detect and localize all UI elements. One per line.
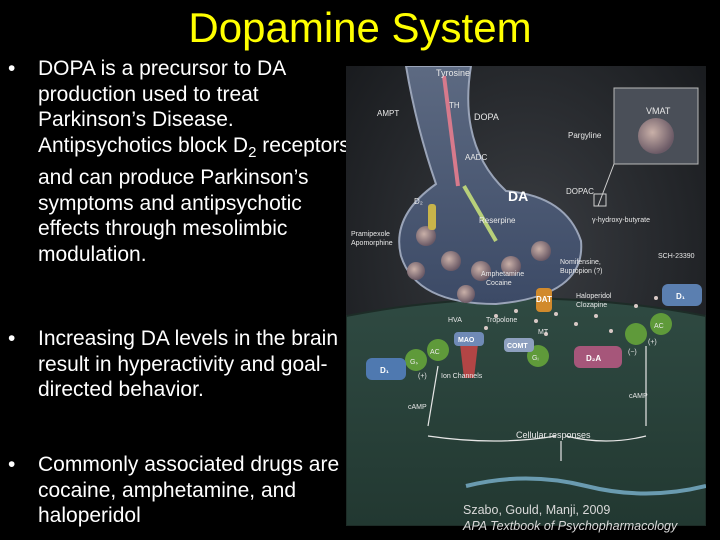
ion-channel <box>460 344 478 378</box>
citation: Szabo, Gould, Manji, 2009 APA Textbook o… <box>463 502 677 534</box>
label-d1-left: D₁ <box>380 366 390 375</box>
bullet-marker: • <box>8 453 16 476</box>
vesicle <box>471 261 491 281</box>
label-camp-left: cAMP <box>408 404 427 411</box>
dopa-to-da-arrow <box>462 184 498 243</box>
bullet-text: Commonly associated drugs are cocaine, a… <box>38 453 340 527</box>
comt-enzyme <box>504 338 534 352</box>
tyrosine-to-dopa-arrow <box>442 75 460 187</box>
label-d2: D₂ <box>414 197 423 206</box>
mao-enzyme <box>454 332 484 346</box>
label-cellular-responses: Cellular responses <box>516 430 591 440</box>
label-pargyline: Pargyline <box>568 131 602 140</box>
vesicle <box>416 226 436 246</box>
label-mt: MT <box>538 329 549 336</box>
d1-receptor-left <box>366 358 406 380</box>
d2a-receptor <box>574 346 622 368</box>
vesicle <box>441 251 461 271</box>
label-cocaine: Cocaine <box>486 280 512 287</box>
label-vmat: VMAT <box>646 106 671 116</box>
gi-protein-right <box>625 323 647 345</box>
label-haloperidol: Haloperidol <box>576 293 612 300</box>
label-dopac: DOPAC <box>566 187 594 196</box>
label-camp-right: cAMP <box>629 393 648 400</box>
label-aadc: AADC <box>465 153 487 162</box>
vesicle <box>501 256 521 276</box>
label-gs: Gₛ <box>410 359 418 366</box>
signal-arrows <box>427 346 647 461</box>
bullet-text: DOPA is a precursor to DA production use… <box>38 57 350 266</box>
label-minus-right: (−) <box>628 349 637 356</box>
label-hva: HVA <box>448 317 462 324</box>
d2-autoreceptor <box>428 204 436 230</box>
label-sch23390: SCH-23390 <box>658 253 695 260</box>
label-ion-channels: Ion Channels <box>441 373 483 380</box>
released-dopamine <box>484 289 678 336</box>
d1-receptor-post <box>662 284 702 306</box>
label-dat: DAT <box>536 295 552 304</box>
ac-right <box>650 313 672 335</box>
label-pramipexole: Pramipexole <box>351 231 390 238</box>
label-gi: Gᵢ <box>532 355 539 362</box>
label-th: TH <box>449 101 460 110</box>
label-ac-right: AC <box>654 323 664 330</box>
vesicle <box>531 241 551 261</box>
ac-left <box>427 339 449 361</box>
label-dopa: DOPA <box>474 112 499 122</box>
label-apomorphine: Apomorphine <box>351 240 393 247</box>
bullet-marker: • <box>8 327 16 350</box>
label-mao: MAO <box>458 337 475 344</box>
label-plus-left: (+) <box>418 373 427 380</box>
label-d1-post: D₁ <box>676 292 686 301</box>
inset-source-box <box>593 193 607 207</box>
label-clozapine: Clozapine <box>576 302 607 309</box>
label-plus-right: (+) <box>648 339 657 346</box>
label-reserpine: Reserpine <box>479 216 516 225</box>
label-nomifensine: Nomifensine, <box>560 259 601 266</box>
dopamine-synapse-figure: Tyrosine TH AMPT DOPA AADC Pargyline VMA… <box>346 66 706 526</box>
label-ac-left: AC <box>430 349 440 356</box>
dat-transporter <box>536 288 552 312</box>
vesicle <box>457 285 475 303</box>
label-da: DA <box>508 188 528 204</box>
label-amphetamine: Amphetamine <box>481 271 524 278</box>
synaptic-vesicles <box>407 226 551 303</box>
slide-title: Dopamine System <box>188 4 532 51</box>
label-bupropion: Bupropion (?) <box>560 268 602 275</box>
inset-pointer <box>597 163 615 207</box>
vesicle <box>407 262 425 280</box>
vmat-vesicle <box>638 118 674 154</box>
label-ampt: AMPT <box>377 109 399 118</box>
label-tyrosine: Tyrosine <box>436 68 470 78</box>
label-hydroxybutyrate: γ-hydroxy-butyrate <box>592 217 650 224</box>
label-comt: COMT <box>507 343 528 350</box>
synapse-diagram: Tyrosine TH AMPT DOPA AADC Pargyline VMA… <box>346 66 706 526</box>
label-d2a: D₂A <box>586 354 601 363</box>
citation-book: APA Textbook of Psychopharmacology <box>463 519 678 533</box>
citation-authors: Szabo, Gould, Manji, 2009 <box>463 503 611 517</box>
dna-strand <box>465 476 706 496</box>
bullet-text: Increasing DA levels in the brain result… <box>38 327 338 401</box>
gs-protein <box>405 349 427 371</box>
label-tropolone: Tropolone <box>486 317 517 324</box>
bullet-marker: • <box>8 57 16 80</box>
